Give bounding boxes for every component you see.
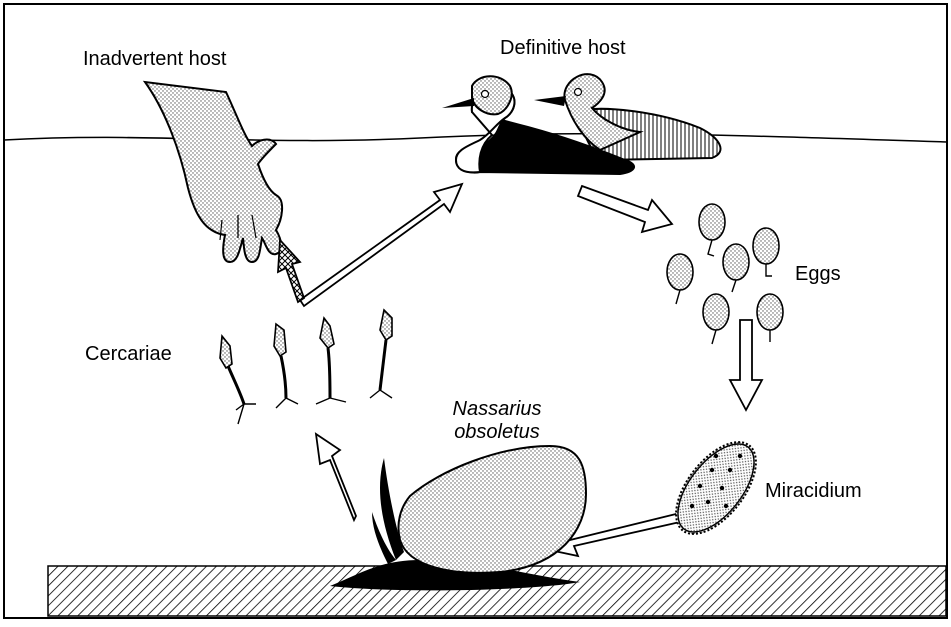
snail-species-label: obsoletus <box>442 421 552 444</box>
cercariae-label: Cercariae <box>85 344 172 364</box>
inadvertent-host-label: Inadvertent host <box>83 49 226 69</box>
miracidium-label: Miracidium <box>765 481 862 501</box>
snail-name-label: Nassarius obsoletus <box>442 398 552 444</box>
eggs-label: Eggs <box>795 264 841 284</box>
snail-genus-label: Nassarius <box>442 398 552 421</box>
definitive-host-label: Definitive host <box>500 38 626 58</box>
